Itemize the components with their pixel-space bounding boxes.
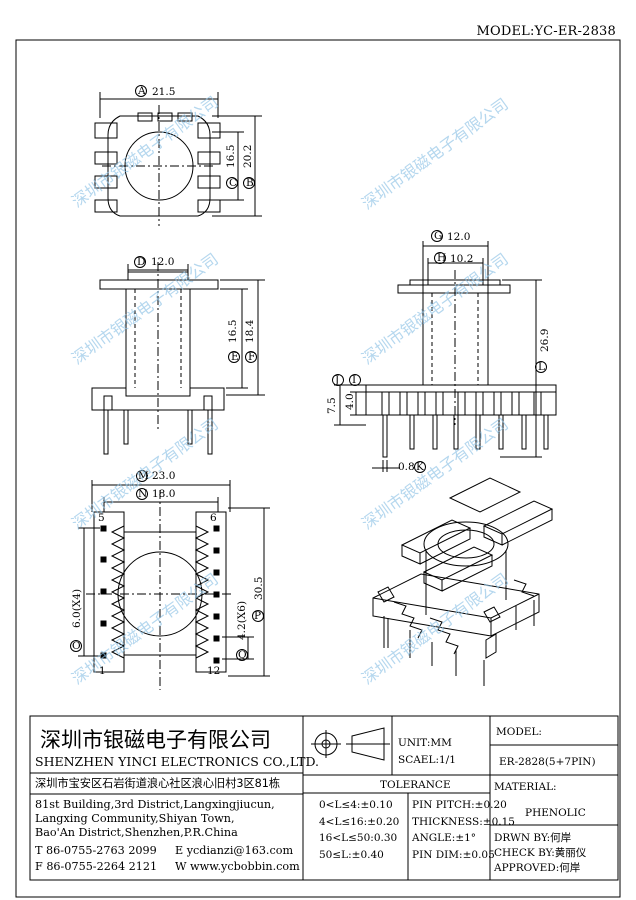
model-header: MODEL:YC-ER-2838 bbox=[476, 24, 616, 39]
dim-c-value: 16.5 bbox=[225, 144, 237, 168]
company-name-en: SHENZHEN YINCI ELECTRONICS CO.,LTD. bbox=[35, 754, 320, 769]
dim-letter-q: Q bbox=[238, 649, 247, 661]
dim-k-value: 0.8 bbox=[398, 461, 415, 473]
pin-label-5: 5 bbox=[98, 512, 105, 524]
dim-n-value: 18.0 bbox=[152, 488, 176, 500]
address-en-line-1: 81st Building,3rd District,Langxingjiucu… bbox=[35, 798, 275, 811]
company-name-zh: 深圳市银磁电子有限公司 bbox=[40, 728, 271, 752]
website-url: W www.ycbobbin.com bbox=[175, 860, 300, 873]
dim-g-value: 12.0 bbox=[447, 231, 471, 243]
front-view bbox=[91, 256, 265, 455]
dim-letter-f: F bbox=[248, 351, 256, 363]
dim-o-value: 6.0(X4) bbox=[71, 588, 83, 628]
dim-d-value: 12.0 bbox=[151, 256, 175, 268]
tolerance-row: THICKNESS:±0.15 bbox=[412, 816, 515, 828]
dim-letter-c: C bbox=[229, 177, 238, 189]
checked-by: CHECK BY:黄丽仪 bbox=[494, 847, 587, 859]
model-label: MODEL: bbox=[496, 726, 542, 738]
tolerance-row: 50≤L:±0.40 bbox=[319, 849, 384, 861]
dim-letter-p: P bbox=[254, 610, 262, 622]
tolerance-row: PIN DIM:±0.05 bbox=[412, 849, 495, 861]
dim-letter-h: H bbox=[437, 252, 447, 264]
address-en-line-2: Langxing Community,Shiyan Town, bbox=[35, 812, 235, 825]
dim-letter-a: A bbox=[138, 85, 146, 97]
tolerance-title: TOLERANCE bbox=[380, 779, 451, 791]
email-address: E ycdianzi@163.com bbox=[175, 844, 294, 857]
address-zh: 深圳市宝安区石岩街道浪心社区浪心旧村3区81栋 bbox=[35, 777, 281, 790]
dim-letter-i: I bbox=[352, 374, 357, 386]
dim-letter-n: N bbox=[138, 488, 148, 500]
dim-letter-j: J bbox=[335, 374, 340, 386]
fax-number: F 86-0755-2264 2121 bbox=[35, 860, 158, 873]
dim-q-value: 4.2(X6) bbox=[236, 600, 248, 640]
dim-f-value: 18.4 bbox=[244, 319, 256, 343]
dim-j-value: 7.5 bbox=[326, 397, 338, 414]
dim-l-value: 26.9 bbox=[539, 328, 551, 352]
material-label: MATERIAL: bbox=[494, 781, 557, 793]
bottom-view bbox=[70, 470, 270, 690]
dim-letter-b: B bbox=[246, 177, 254, 189]
address-en-line-3: Bao'An District,Shenzhen,P.R.China bbox=[35, 826, 238, 839]
pin-label-12: 12 bbox=[207, 665, 221, 677]
dim-h-value: 10.2 bbox=[450, 253, 474, 265]
dim-a-value: 21.5 bbox=[152, 86, 176, 98]
scale-label: SCAEL:1/1 bbox=[398, 754, 456, 766]
approved-by: APPROVED:何岸 bbox=[494, 862, 581, 874]
side-view bbox=[332, 230, 557, 473]
dim-e-value: 16.5 bbox=[227, 319, 239, 343]
tolerance-row: 4<L≤16:±0.20 bbox=[319, 816, 400, 828]
dim-i-value: 4.0 bbox=[344, 393, 356, 410]
model-value: ER-2828(5+7PIN) bbox=[499, 756, 596, 768]
tolerance-row: 0<L≤4:±0.10 bbox=[319, 799, 393, 811]
dim-p-value: 30.5 bbox=[253, 576, 265, 600]
dim-letter-d: D bbox=[137, 256, 146, 268]
tolerance-row: PIN PITCH:±0.20 bbox=[412, 799, 507, 811]
isometric-view bbox=[372, 477, 554, 686]
material-value: PHENOLIC bbox=[525, 807, 586, 819]
drawing-border bbox=[15, 39, 621, 898]
dim-letter-o: O bbox=[72, 640, 81, 652]
dim-letter-m: M bbox=[138, 470, 149, 482]
tolerance-row: ANGLE:±1° bbox=[412, 832, 477, 844]
dim-letter-k: K bbox=[416, 461, 424, 473]
drawn-by: DRWN BY:何岸 bbox=[494, 832, 572, 844]
unit-label: UNIT:MM bbox=[398, 737, 452, 749]
top-view bbox=[94, 85, 262, 226]
dim-letter-e: E bbox=[231, 351, 239, 363]
tolerance-row: 16<L≤50:0.30 bbox=[319, 832, 398, 844]
pin-label-6: 6 bbox=[210, 512, 217, 524]
dim-letter-l: L bbox=[538, 361, 545, 373]
pin-label-1: 1 bbox=[99, 665, 106, 677]
dim-b-value: 20.2 bbox=[242, 144, 254, 168]
phone-number: T 86-0755-2763 2099 bbox=[35, 844, 157, 857]
dim-m-value: 23.0 bbox=[152, 470, 176, 482]
title-block-grid bbox=[29, 715, 619, 881]
dim-letter-g: G bbox=[434, 230, 443, 242]
